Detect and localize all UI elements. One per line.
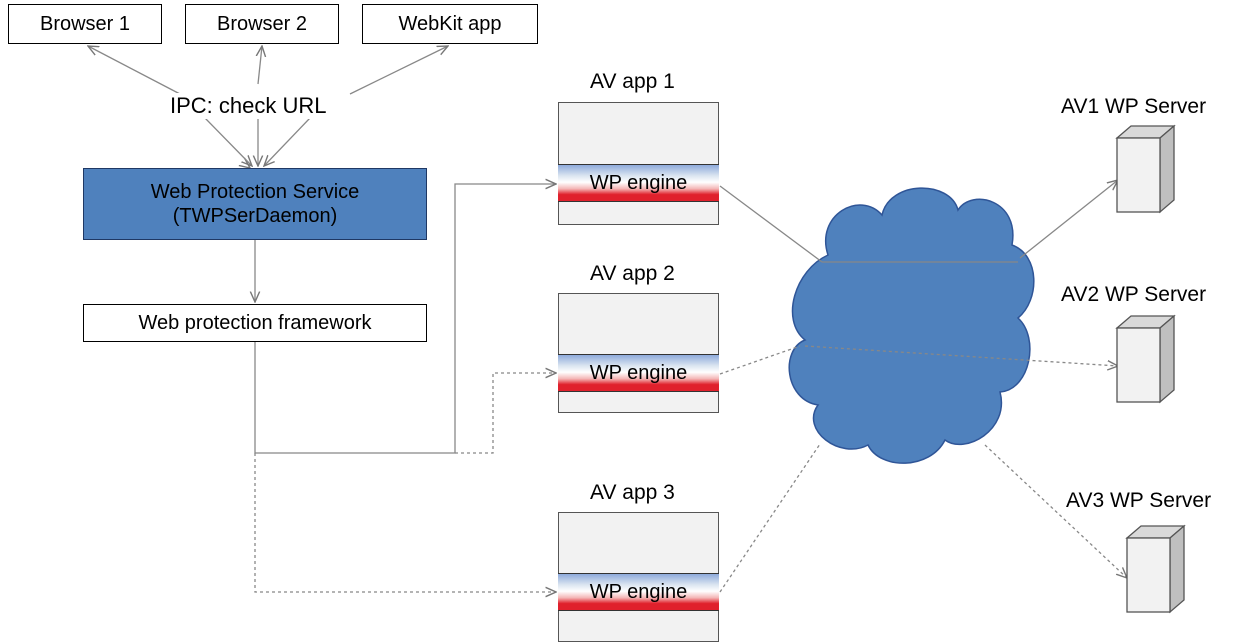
av-app3-title: AV app 3: [590, 481, 675, 504]
engine-links-dashed: [719, 345, 821, 593]
service-title: Web Protection Service: [150, 181, 360, 203]
browser1-box: Browser 1: [8, 4, 162, 44]
av-app3-wp-engine: WP engine: [558, 573, 719, 611]
web-protection-framework-box: Web protection framework: [83, 304, 427, 342]
ipc-label: IPC: check URL: [166, 93, 331, 119]
av-app2-title: AV app 2: [590, 262, 675, 285]
framework-label: Web protection framework: [138, 312, 372, 334]
wp-engine-label: WP engine: [589, 580, 688, 603]
engine-links: [719, 185, 1018, 263]
server2-label: AV2 WP Server: [1061, 283, 1207, 306]
av-app2-wp-engine: WP engine: [558, 354, 719, 392]
server3-icon: [1125, 524, 1186, 614]
service-subtitle: (TWPSerDaemon): [172, 205, 338, 227]
wp-engine-label: WP engine: [589, 171, 688, 194]
browser2-box: Browser 2: [185, 4, 339, 44]
webkit-app-label: WebKit app: [398, 13, 502, 35]
server1-label: AV1 WP Server: [1061, 95, 1207, 118]
av-app1-box: WP engine: [558, 102, 719, 225]
link-to-server2: [804, 345, 1118, 366]
cloud: [788, 187, 1035, 464]
browser1-label: Browser 1: [39, 13, 131, 35]
av-app1-wp-engine: WP engine: [558, 164, 719, 202]
arrow-to-browser2: [258, 46, 262, 85]
server3-label: AV3 WP Server: [1066, 489, 1212, 512]
av-app1-title: AV app 1: [590, 70, 675, 93]
browser2-label: Browser 2: [216, 13, 308, 35]
arrow-to-webkit: [349, 46, 448, 95]
arrow-to-browser1: [88, 46, 181, 95]
ipc-arrows: [88, 46, 448, 168]
av-app3-box: WP engine: [558, 512, 719, 642]
arrow-ipc-a: [204, 117, 252, 166]
webkit-app-box: WebKit app: [362, 4, 538, 44]
server2-icon: [1115, 314, 1176, 404]
web-protection-service-box: Web Protection Service (TWPSerDaemon): [83, 168, 427, 240]
server1-icon: [1115, 124, 1176, 214]
link-to-server1: [1019, 180, 1118, 259]
arrow-ipc-c: [264, 117, 311, 166]
framework-dashed-links: [254, 373, 556, 592]
link-to-server3: [984, 444, 1127, 578]
av-app2-box: WP engine: [558, 293, 719, 413]
wp-engine-label: WP engine: [589, 361, 688, 384]
